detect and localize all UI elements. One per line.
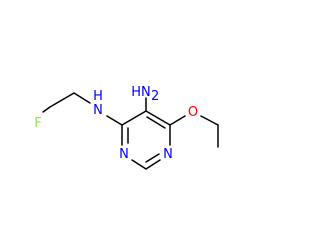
amino-hydrogen-label: H: [131, 85, 141, 100]
amine-nitrogen-label: N: [93, 103, 103, 118]
bond-c5-c6: [145, 110, 171, 126]
bond-n1-c2: [145, 159, 161, 170]
bond-c5-c6-inner: [146, 116, 166, 129]
bond-o-ch2: [200, 115, 219, 126]
fluorine-label: F: [34, 116, 41, 131]
amino-nitrogen-label: N: [141, 85, 151, 100]
amine-hydrogen-label: H: [93, 89, 103, 104]
bond-c2-n3: [131, 159, 147, 170]
oxygen-label: O: [188, 105, 198, 120]
bond-c6-o: [169, 115, 186, 126]
bond-lines: [42, 92, 219, 170]
bond-ch2-ch2: [49, 92, 75, 108]
amino-subscript-label: 2: [151, 89, 159, 104]
ring-nitrogen-3-label: N: [119, 147, 129, 162]
bond-nh-ch2: [73, 92, 91, 104]
bond-c4-nh: [106, 115, 123, 126]
bond-n1-c2-inner: [145, 153, 160, 163]
atom-labels: H N 2 N H F N N O: [34, 85, 198, 162]
ring-nitrogen-1-label: N: [163, 147, 173, 162]
bond-c4-c5: [121, 110, 147, 126]
pyrimidine-structure-diagram: H N 2 N H F N N O: [34, 85, 219, 170]
bond-ch2-f: [42, 106, 51, 113]
